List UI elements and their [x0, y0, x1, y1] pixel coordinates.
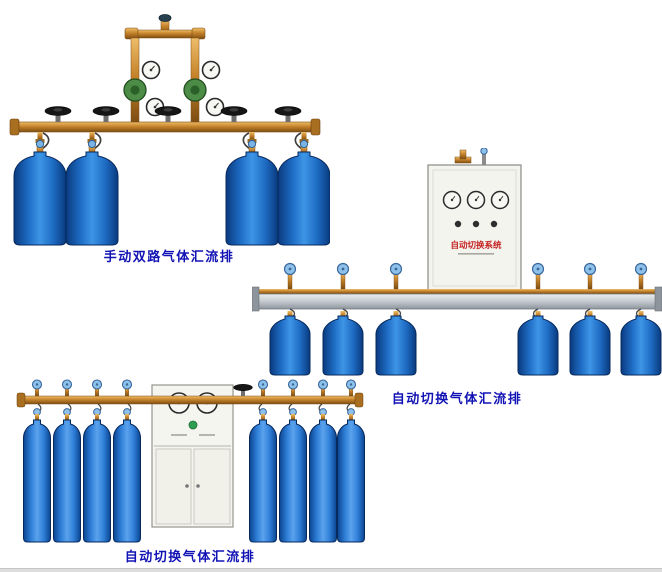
- cylinder-valve: [121, 379, 133, 397]
- gas-cylinder: [249, 419, 277, 543]
- valve-handwheel: [274, 106, 302, 123]
- gas-cylinder-unit: [309, 403, 337, 543]
- top-valve-knob: [480, 148, 488, 155]
- pressure-gauge: [141, 60, 161, 80]
- top-valve-knob: [158, 14, 172, 22]
- gas-cylinder-unit: [83, 403, 111, 543]
- product-image-auto-switch-manifold-b: [15, 378, 365, 546]
- gas-cylinder-unit: [620, 308, 662, 376]
- auto-switch-manifold-illustration: 自动切换系统: [252, 148, 662, 376]
- gas-cylinder-unit: [269, 308, 311, 376]
- cylinder-valve: [389, 262, 403, 290]
- pressure-gauge: [466, 190, 486, 210]
- product-caption-auto-switch-a: 自动切换气体汇流排: [391, 391, 523, 406]
- gas-cylinder: [113, 419, 141, 543]
- cylinder-valve: [583, 262, 597, 290]
- gas-cylinder: [620, 315, 662, 376]
- gas-cylinder: [569, 315, 611, 376]
- cabinet-top-pipe: [482, 148, 486, 165]
- gas-cylinder: [65, 151, 119, 246]
- product-caption-manual-dual: 手动双路气体汇流排: [103, 249, 235, 264]
- cylinder-valve: [31, 379, 43, 397]
- gas-cylinder-unit: [279, 403, 307, 543]
- cabinet-label: 自动切换系统: [450, 240, 502, 250]
- pressure-gauge: [490, 190, 510, 210]
- gas-cylinder-unit: [249, 403, 277, 543]
- gas-cylinder: [83, 419, 111, 543]
- cylinder-valve: [531, 262, 545, 290]
- manual-dual-manifold-illustration: [9, 14, 330, 246]
- manifold-rail: [252, 286, 662, 312]
- product-image-auto-switch-manifold-a: 自动切换系统: [252, 148, 662, 383]
- pressure-regulator-right: [183, 78, 207, 102]
- gas-cylinder: [23, 419, 51, 543]
- gas-cylinder-unit: [337, 403, 365, 543]
- gas-cylinder: [269, 315, 311, 376]
- cylinder-valve: [317, 379, 329, 397]
- control-knob: [472, 220, 480, 228]
- pressure-gauge: [201, 60, 221, 80]
- gas-cylinder-unit: [277, 132, 330, 246]
- valve-handwheel: [44, 106, 72, 123]
- top-inlet-assembly: [124, 14, 206, 40]
- product-image-manual-dual-manifold: [8, 12, 330, 248]
- gas-cylinder: [53, 419, 81, 543]
- door-handle: [185, 484, 189, 488]
- gas-cylinder: [309, 419, 337, 543]
- cabinet-door-left: [155, 448, 192, 525]
- cabinet-door-right: [193, 448, 231, 525]
- gas-cylinder-unit: [569, 308, 611, 376]
- gas-cylinder-unit: [65, 132, 119, 246]
- gas-cylinder-unit: [517, 308, 559, 376]
- gas-cylinder-unit: [322, 308, 364, 376]
- control-knob: [454, 220, 462, 228]
- pressure-gauge: [205, 97, 225, 117]
- gas-cylinder-unit: [375, 308, 417, 376]
- control-cabinet: 自动切换系统: [427, 148, 522, 292]
- gas-cylinder: [517, 315, 559, 376]
- indicator-light: [188, 420, 198, 430]
- cylinder-valve: [257, 379, 269, 397]
- gas-cylinder-unit: [113, 403, 141, 543]
- control-knob: [490, 220, 498, 228]
- product-caption-auto-switch-b: 自动切换气体汇流排: [124, 549, 256, 564]
- cylinder-valve: [634, 262, 648, 290]
- cylinder-valve: [91, 379, 103, 397]
- bottom-border-strip: [0, 568, 662, 572]
- pressure-gauge: [442, 190, 462, 210]
- gas-cylinder-unit: [13, 132, 67, 246]
- gas-cylinder: [375, 315, 417, 376]
- cylinder-valve: [336, 262, 350, 290]
- cabinet-top-valve: [454, 149, 472, 164]
- gas-cylinder: [13, 151, 67, 246]
- valve-handwheel: [92, 106, 120, 123]
- manifold-pipe: [16, 392, 364, 408]
- cylinder-valve: [61, 379, 73, 397]
- pressure-regulator-left: [123, 78, 147, 102]
- valve-handwheel: [233, 384, 253, 396]
- cylinder-valve: [345, 379, 357, 397]
- gas-cylinder-unit: [23, 403, 51, 543]
- gas-cylinder-unit: [53, 403, 81, 543]
- cylinder-valve: [283, 262, 297, 290]
- gas-cylinder: [279, 419, 307, 543]
- valve-handwheel: [220, 106, 248, 123]
- gas-cylinder: [322, 315, 364, 376]
- gas-cylinder: [337, 419, 365, 543]
- cylinder-valve: [287, 379, 299, 397]
- valve-handwheel: [154, 106, 182, 123]
- cabinet-body: [427, 164, 522, 292]
- control-cabinet: [151, 384, 234, 528]
- gas-cylinder-unit: [225, 132, 279, 246]
- auto-switch-manifold-b-illustration: [16, 379, 365, 543]
- door-handle: [196, 484, 200, 488]
- main-manifold-pipe: [9, 118, 321, 136]
